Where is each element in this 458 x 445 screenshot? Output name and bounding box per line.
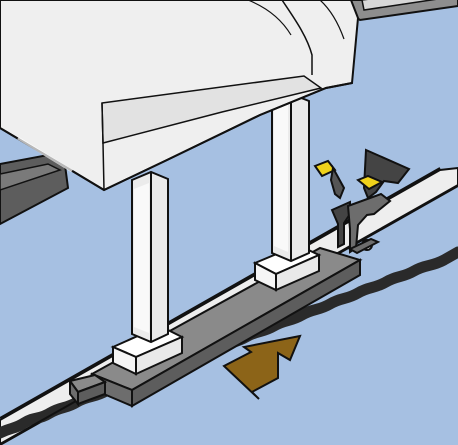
- illustration-frame: [0, 0, 458, 445]
- assembly-diagram: [0, 0, 458, 445]
